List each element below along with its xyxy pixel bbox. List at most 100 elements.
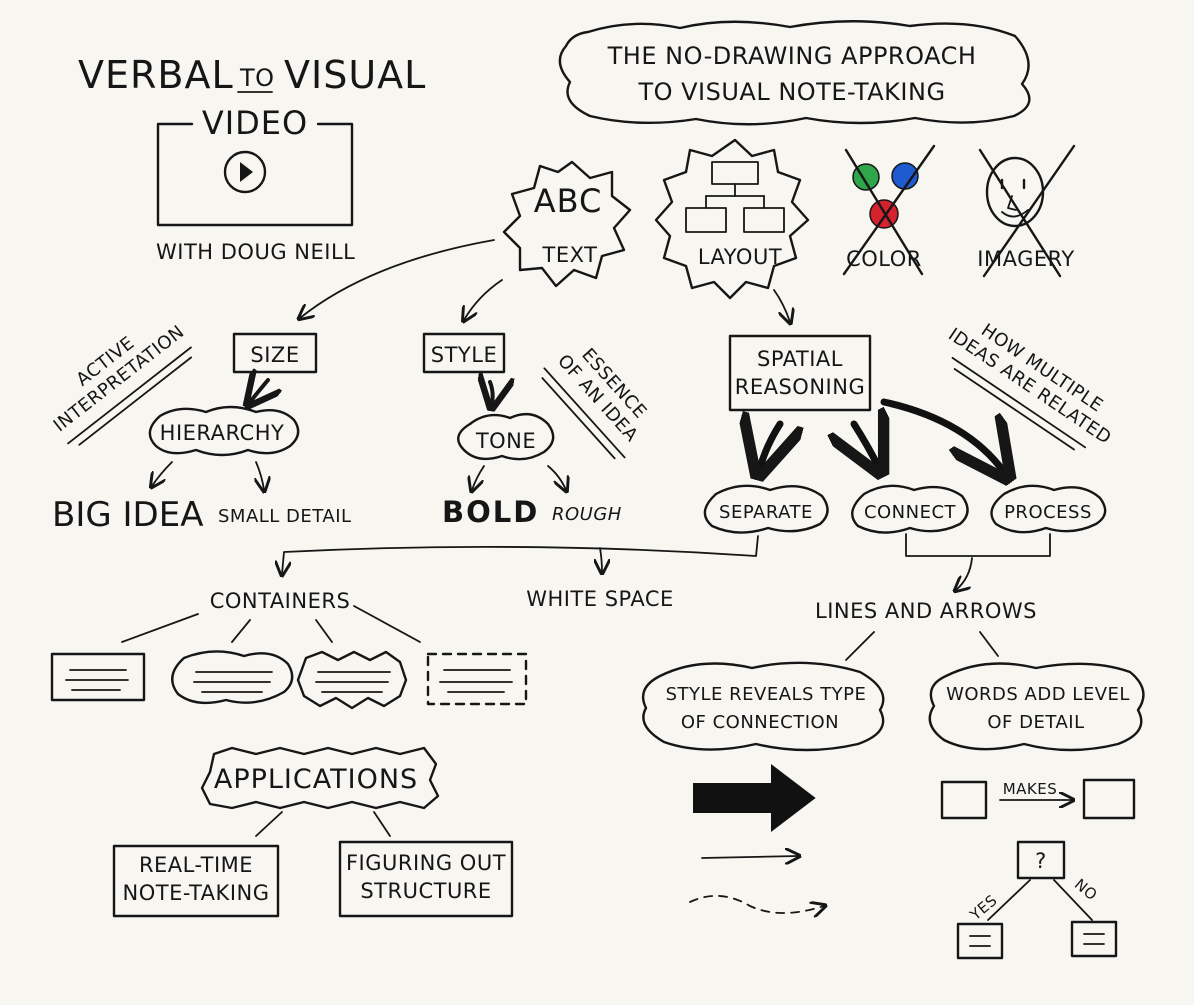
- active-underline-2: [78, 356, 193, 446]
- separate-cloud: [703, 484, 829, 534]
- layout-to-spatial-arrow: [773, 289, 790, 322]
- essence-underline-2: [541, 377, 616, 460]
- title-cloud: [558, 20, 1031, 126]
- containers-link-2: [231, 619, 251, 643]
- app1-line-1: REAL-TIME: [139, 853, 253, 877]
- text-to-style-arrow: [464, 279, 503, 320]
- makes-target-box: [1082, 778, 1136, 820]
- hierarchy-to-small-arrow: [256, 461, 264, 490]
- decision-box: [1016, 840, 1066, 880]
- connect-label: CONNECT: [864, 502, 957, 523]
- containers-label: CONTAINERS: [210, 589, 351, 613]
- separate-to-whitespace-arrow: [600, 547, 602, 572]
- app2-line-1: FIGURING OUT: [346, 851, 506, 875]
- brand-title: VERBAL TO VISUAL: [78, 53, 426, 97]
- small-detail-label: SMALL DETAIL: [218, 506, 352, 527]
- lines-link-right: [979, 631, 999, 657]
- big-idea-label: BIG IDEA: [52, 495, 203, 535]
- style-reveals-cloud: [641, 661, 885, 752]
- containers-link-4: [353, 605, 421, 643]
- essence-underline-1: [543, 367, 626, 459]
- container-cloud-example: [171, 650, 294, 705]
- imagery-node: IMAGERY: [977, 144, 1076, 278]
- applications-banner: [200, 746, 440, 810]
- smiley-face-icon: [985, 156, 1045, 228]
- how-underline-1: [951, 356, 1087, 449]
- spatial-line-2: REASONING: [735, 375, 865, 399]
- tone-cloud: [457, 412, 555, 461]
- dashed-arrow-icon: [689, 894, 824, 913]
- style-box: [422, 332, 506, 374]
- video-badge: VIDEO: [156, 104, 354, 227]
- color-node: COLOR: [842, 144, 936, 276]
- decision-yes-box: [956, 922, 1004, 960]
- spatial-to-separate-arrow: [760, 424, 780, 468]
- style-to-tone-arrow: [490, 382, 493, 404]
- main-title: THE NO-DRAWING APPROACH TO VISUAL NOTE-T…: [558, 20, 1031, 126]
- text-starburst: [502, 160, 632, 288]
- active-underline-1: [67, 346, 192, 445]
- tone-to-rough-arrow: [547, 465, 566, 490]
- container-box-example: [50, 652, 146, 702]
- brand-visual: VISUAL: [284, 53, 426, 97]
- layout-label: LAYOUT: [698, 245, 782, 269]
- text-symbol: ABC: [534, 182, 603, 220]
- white-space-label: WHITE SPACE: [526, 587, 674, 611]
- layout-starburst: [654, 138, 810, 300]
- imagery-label: IMAGERY: [977, 247, 1074, 271]
- spatial-reasoning-box: [728, 334, 872, 412]
- container-dashed-example: [426, 652, 528, 706]
- hierarchy-cloud: [148, 405, 300, 457]
- layout-node: LAYOUT: [654, 138, 810, 300]
- style-reveals-line-2: OF CONNECTION: [681, 712, 839, 733]
- title-line-2: TO VISUAL NOTE-TAKING: [637, 78, 945, 106]
- brand-verbal: VERBAL: [78, 53, 234, 97]
- style-label: STYLE: [431, 343, 497, 367]
- size-to-hierarchy-arrow: [250, 380, 268, 402]
- decision-question: ?: [1035, 849, 1047, 873]
- how-underline-2: [953, 368, 1075, 451]
- containers-link-3: [315, 619, 333, 643]
- lines-link-left: [845, 631, 875, 661]
- spatial-to-connect-arrow: [854, 424, 878, 466]
- words-add-line-2: OF DETAIL: [987, 712, 1084, 733]
- process-cloud: [990, 484, 1107, 534]
- hierarchy-to-big-arrow: [152, 461, 173, 486]
- decision-no-line: [1053, 879, 1093, 921]
- separate-label: SEPARATE: [719, 502, 813, 523]
- video-frame: [156, 122, 354, 227]
- essence-note: ESSENCE OF AN IDEA: [541, 344, 651, 460]
- tone-label: TONE: [475, 429, 536, 453]
- figuring-box: [338, 840, 514, 918]
- app1-line-2: NOTE-TAKING: [123, 881, 270, 905]
- separate-to-containers-arrow: [282, 535, 759, 574]
- byline: WITH DOUG NEILL: [156, 240, 355, 264]
- makes-label: MAKES: [1003, 780, 1058, 798]
- decision-no-box: [1070, 920, 1118, 958]
- rough-label: ROUGH: [552, 504, 622, 525]
- applications-link-1: [255, 811, 283, 837]
- tone-to-bold-arrow: [472, 465, 485, 490]
- size-label: SIZE: [250, 343, 299, 367]
- applications-label: APPLICATIONS: [214, 764, 418, 795]
- decision-no-label: NO: [1071, 875, 1101, 904]
- decision-yes-label: YES: [966, 891, 1001, 925]
- plain-arrow-icon: [701, 856, 798, 858]
- layout-tree-icon: [685, 161, 785, 233]
- brand-to: TO: [239, 64, 275, 92]
- how-related-note: HOW MULTIPLE IDEAS ARE RELATED: [944, 320, 1115, 451]
- applications-link-2: [373, 811, 391, 837]
- color-label: COLOR: [846, 247, 922, 271]
- text-node: ABC TEXT: [502, 160, 632, 288]
- connect-process-bracket: [905, 533, 1051, 557]
- text-label: TEXT: [542, 243, 598, 267]
- spatial-to-process-arrow: [880, 398, 1004, 472]
- title-line-1: THE NO-DRAWING APPROACH: [607, 42, 977, 70]
- containers-link-1: [121, 613, 199, 643]
- imagery-cross-icon: [978, 144, 1076, 278]
- container-spiky-example: [296, 650, 408, 710]
- process-label: PROCESS: [1004, 502, 1092, 523]
- realtime-box: [112, 844, 280, 918]
- color-cross-icon: [842, 144, 936, 276]
